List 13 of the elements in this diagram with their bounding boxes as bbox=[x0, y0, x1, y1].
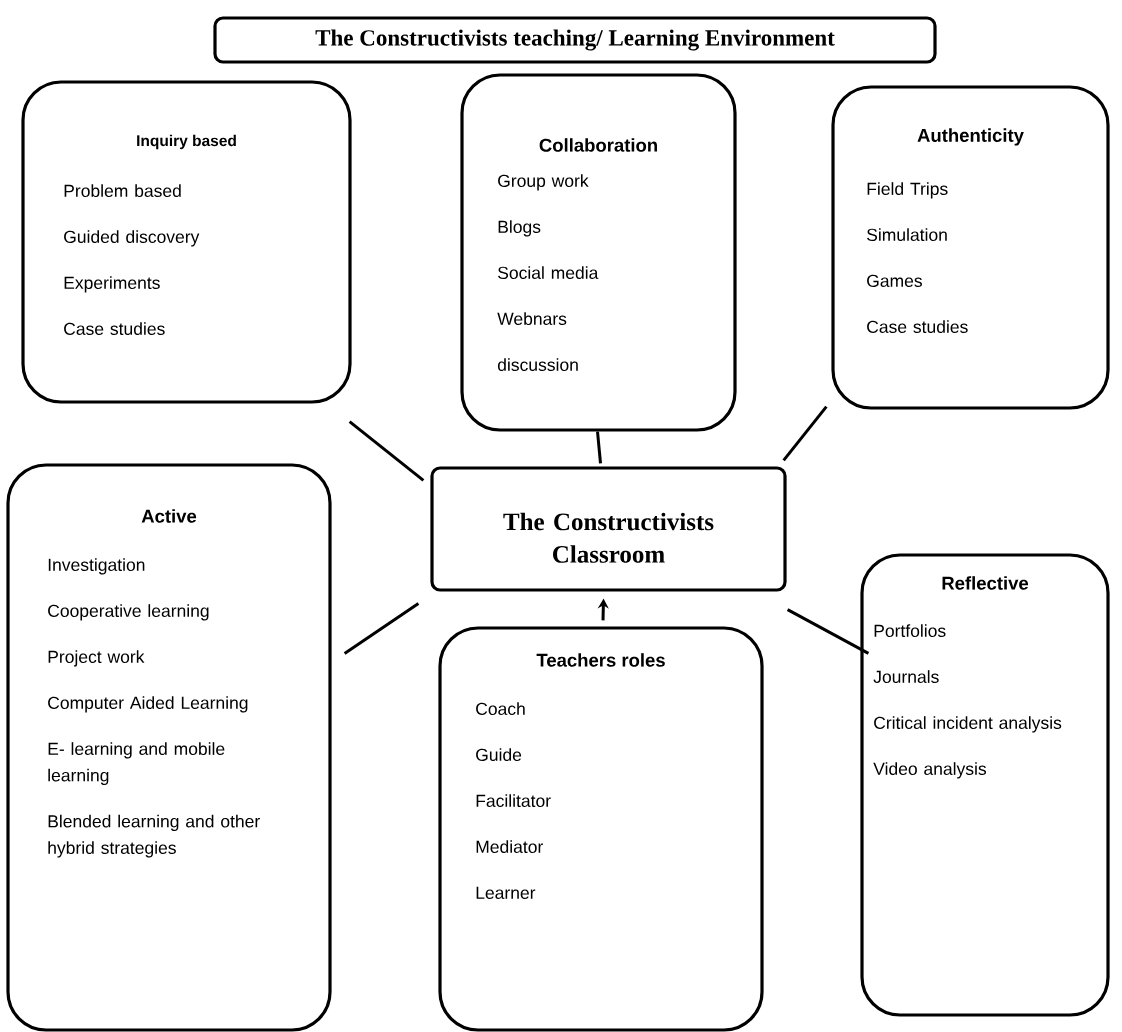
category-box: Collaboration Group work Blogs Social media Webnars discussion bbox=[460, 73, 737, 432]
category-box: Reflective Portfolios Journals Critical incident analysis Video analysis bbox=[860, 553, 1110, 1017]
category-box: Active Investigation Cooperative learning Project work Computer Aided Learning E- learning and mobile learning Blended learning and other hybrid strategies bbox=[6, 463, 332, 1032]
connector-line bbox=[782, 405, 828, 462]
title-box: The Constructivists Classroom bbox=[430, 466, 787, 592]
category-box: Authenticity Field Trips Simulation Games Case studies bbox=[831, 85, 1110, 410]
connector-line bbox=[786, 608, 870, 655]
category-box: Inquiry based Problem based Guided discovery Experiments Case studies bbox=[21, 80, 352, 404]
connector-line bbox=[596, 431, 602, 464]
connector-line bbox=[348, 420, 425, 482]
title-box: The Constructivists teaching/ Learning Environment bbox=[213, 16, 937, 64]
connector-line bbox=[343, 602, 420, 655]
category-box: Teachers roles Coach Guide Facilitator Mediator Learner bbox=[438, 626, 764, 1032]
